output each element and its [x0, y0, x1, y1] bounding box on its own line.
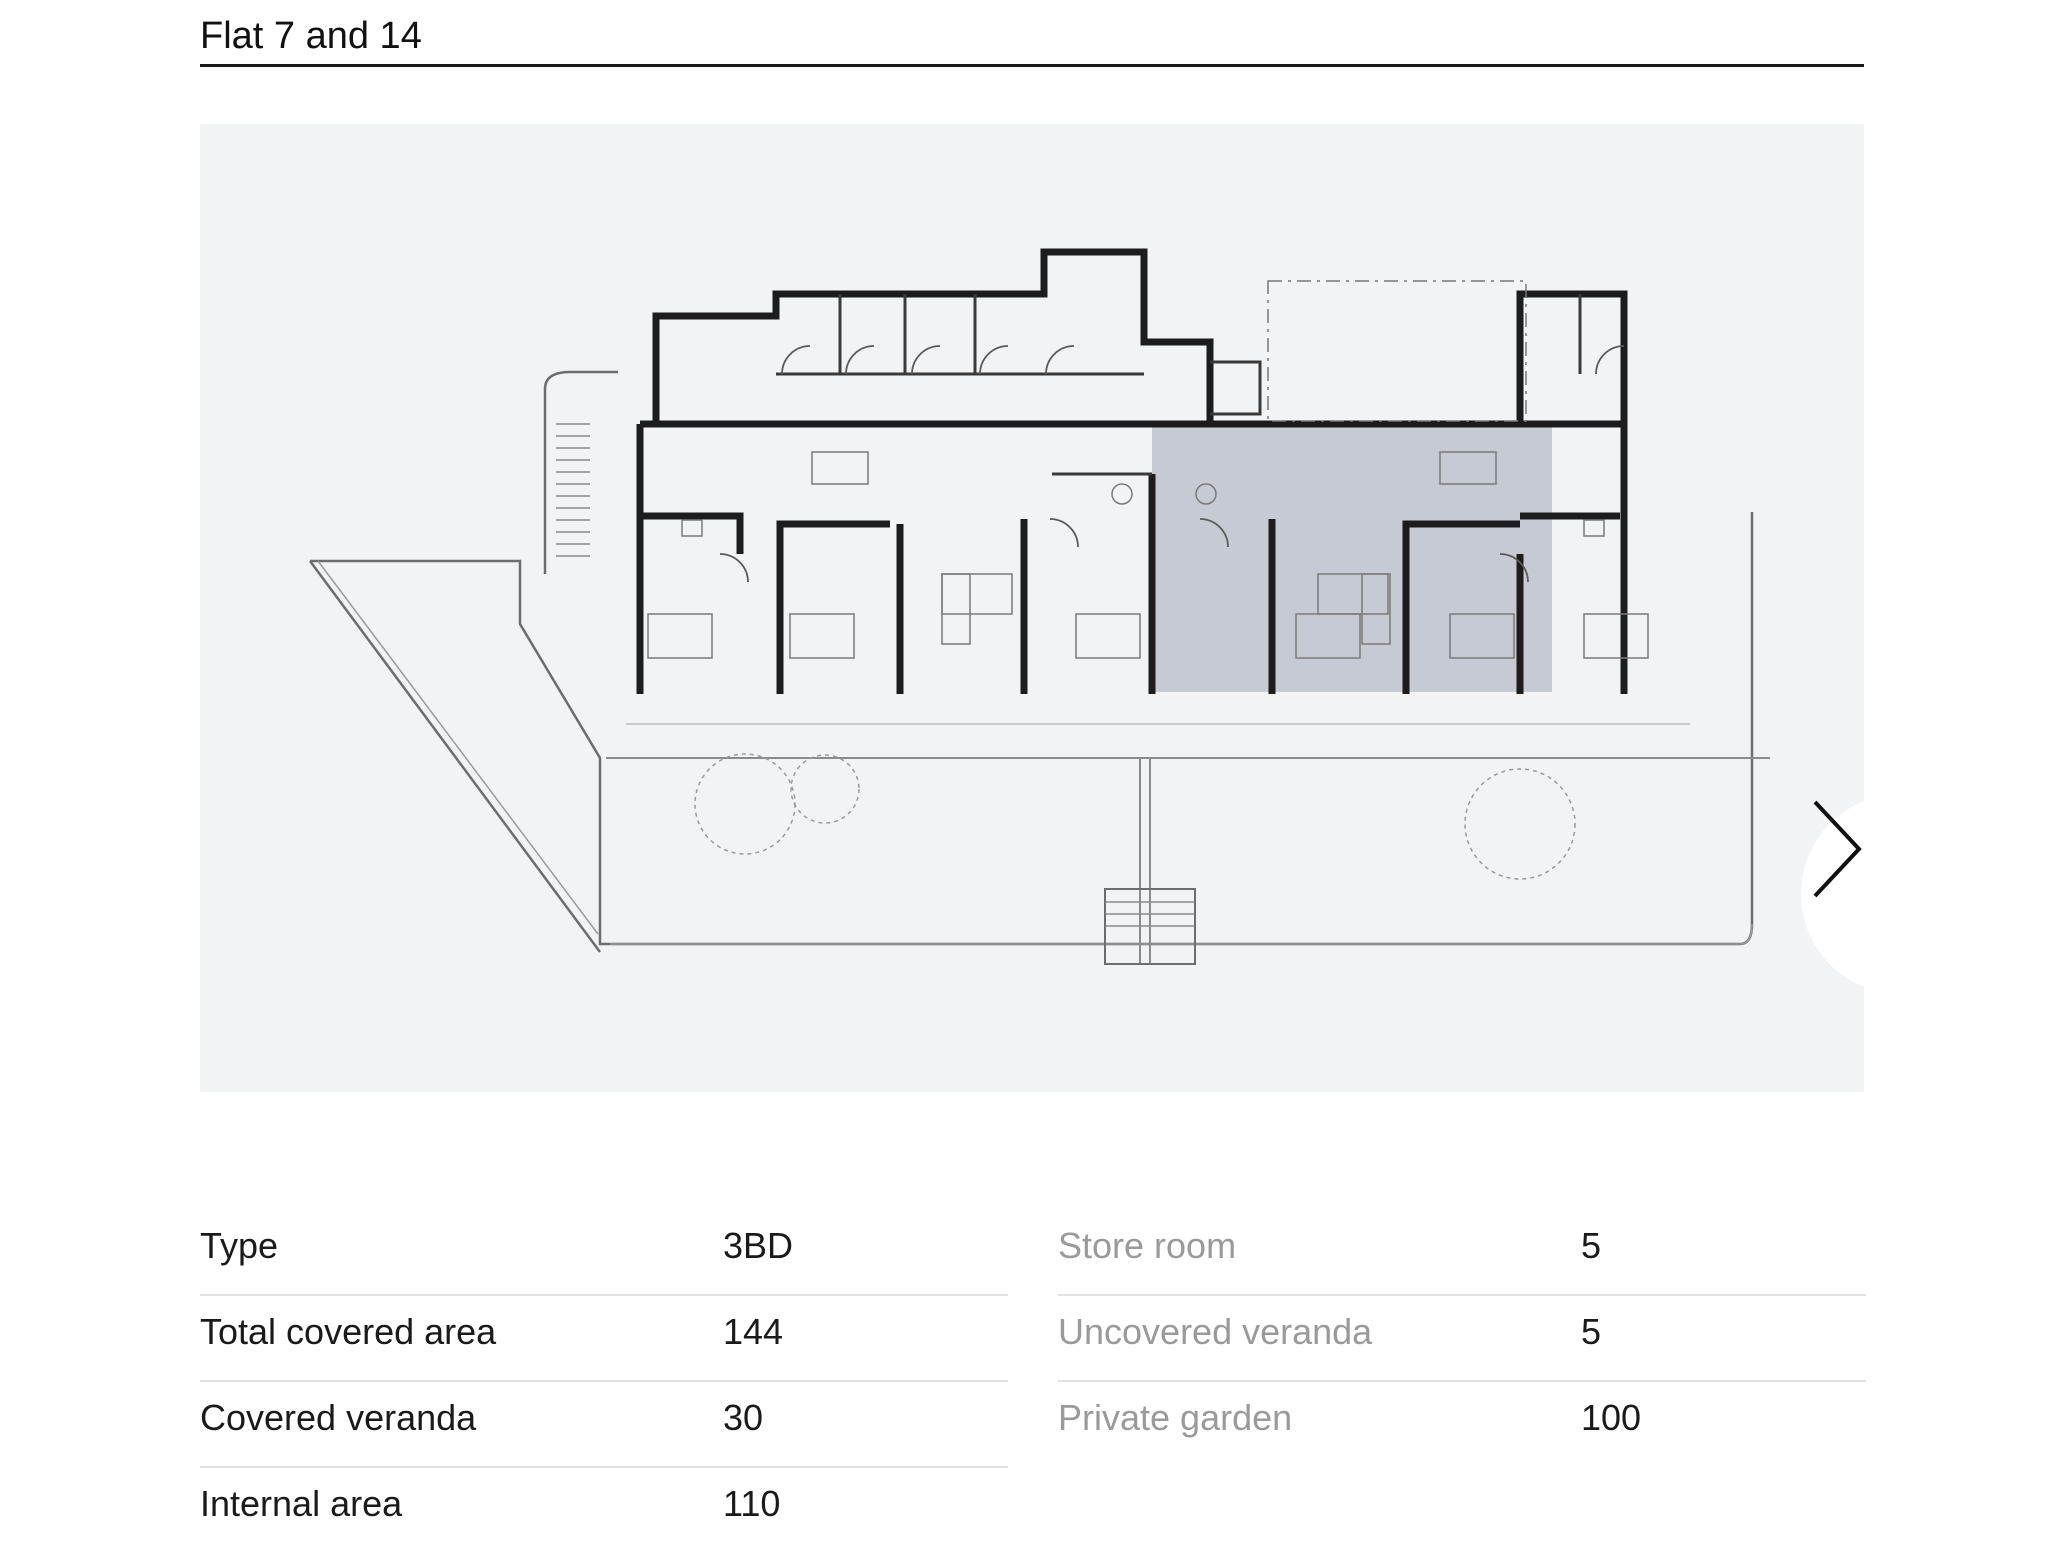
spec-row-uncovered-veranda: Uncovered veranda 5 [1058, 1296, 1866, 1382]
specs-table-left: Type 3BD Total covered area 144 Covered … [200, 1210, 1008, 1554]
page-title: Flat 7 and 14 [200, 15, 422, 57]
spec-value: 5 [1581, 1311, 1602, 1352]
floor-plan-drawing [308, 248, 1770, 965]
spec-value: 110 [723, 1483, 781, 1524]
spec-label: Private garden [1058, 1397, 1293, 1438]
spec-row-type: Type 3BD [200, 1210, 1008, 1296]
floor-plan-image [200, 124, 1864, 1092]
spec-row-internal-area: Internal area 110 [200, 1468, 1008, 1554]
spec-label: Internal area [200, 1483, 403, 1524]
spec-row-private-garden: Private garden 100 [1058, 1382, 1866, 1468]
specs-table-right: Store room 5 Uncovered veranda 5 Private… [1058, 1210, 1866, 1468]
spec-label: Uncovered veranda [1058, 1311, 1373, 1352]
spec-value: 5 [1581, 1225, 1602, 1266]
building-walls [636, 248, 1628, 694]
spec-row-store-room: Store room 5 [1058, 1210, 1866, 1296]
spec-label: Total covered area [200, 1311, 497, 1352]
next-image-button[interactable] [1801, 794, 1864, 994]
spec-value: 30 [723, 1397, 764, 1438]
spec-value: 3BD [723, 1225, 794, 1266]
highlighted-flat [1152, 424, 1552, 692]
title-divider [200, 64, 1864, 67]
spec-value: 144 [723, 1311, 784, 1352]
spec-label: Type [200, 1225, 279, 1266]
spec-row-covered-veranda: Covered veranda 30 [200, 1382, 1008, 1468]
spec-row-total-covered-area: Total covered area 144 [200, 1296, 1008, 1382]
chevron-right-icon [1813, 800, 1862, 898]
spec-label: Covered veranda [200, 1397, 477, 1438]
spec-label: Store room [1058, 1225, 1237, 1266]
spec-value: 100 [1581, 1397, 1642, 1438]
